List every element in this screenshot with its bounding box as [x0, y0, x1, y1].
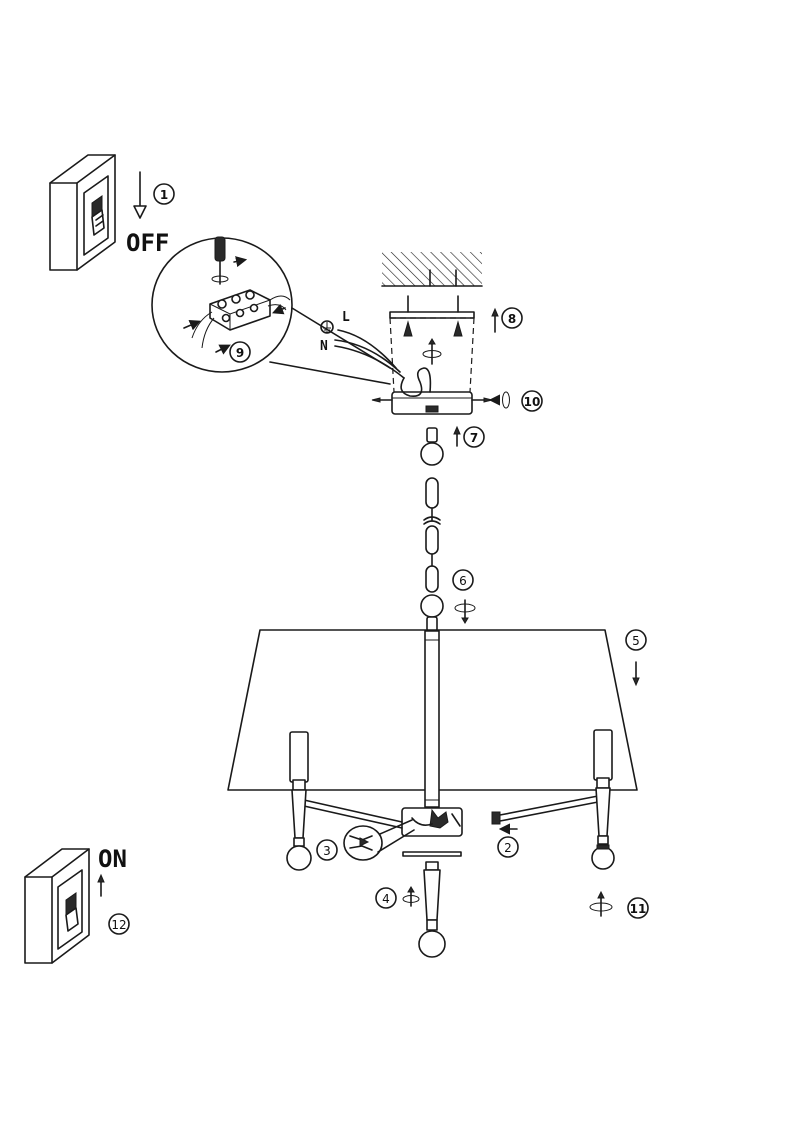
light-bulb-icon: [591, 844, 615, 870]
svg-text:5: 5: [632, 634, 640, 648]
step-11-badge: 11: [627, 897, 649, 919]
left-arm: [286, 731, 403, 871]
wall-switch-on: ON 12: [24, 845, 130, 964]
svg-text:2: 2: [504, 841, 512, 855]
step-5-badge: 5: [625, 629, 647, 651]
neutral-wire-label: N: [320, 339, 328, 354]
wall-switch-icon: [49, 154, 116, 271]
step-10-badge: 10: [521, 390, 543, 412]
step-12-badge: 12: [108, 913, 130, 935]
svg-text:12: 12: [111, 918, 126, 932]
right-arm: [491, 729, 615, 870]
terminal-block-detail: 9: [151, 236, 391, 385]
center-stem: [424, 630, 440, 808]
svg-text:9: 9: [236, 346, 244, 360]
mounting-bracket: [389, 295, 475, 337]
down-arrow-head: [133, 205, 147, 219]
step-8-badge: 8: [501, 307, 523, 329]
on-label: ON: [98, 845, 127, 873]
wire-ground: [334, 345, 405, 379]
connector-detail: [343, 819, 415, 861]
step-3-badge: 3: [316, 839, 338, 861]
step-7-badge: 7: [463, 426, 485, 448]
step-6-badge: 6: [452, 569, 474, 591]
wire-live: [337, 329, 397, 369]
wall-switch-icon: [24, 848, 90, 964]
ceiling: [381, 252, 483, 287]
lamp-shade: [227, 629, 638, 791]
chain: [420, 427, 444, 632]
light-bulb-icon: [418, 930, 446, 958]
terminal-block: [191, 289, 291, 349]
svg-text:7: 7: [470, 431, 478, 445]
svg-text:10: 10: [524, 395, 541, 409]
svg-text:3: 3: [323, 844, 331, 858]
svg-text:1: 1: [160, 188, 168, 202]
svg-text:11: 11: [630, 902, 647, 916]
svg-text:8: 8: [508, 312, 516, 326]
bottom-arm: [402, 851, 462, 958]
side-screws: [371, 391, 510, 409]
wire-neutral: [334, 339, 401, 373]
rotate-arrow-icon: [422, 338, 442, 365]
live-wire-label: L: [342, 310, 350, 325]
off-label: OFF: [126, 229, 169, 257]
screwdriver-icon: [211, 236, 229, 285]
svg-text:4: 4: [382, 892, 390, 906]
rotate-arrow-icon: [402, 886, 420, 907]
canopy: [389, 317, 475, 415]
step-9-badge: 9: [229, 341, 251, 363]
rotate-arrow-icon: [589, 890, 613, 917]
rotate-arrow-icon: [454, 599, 476, 624]
step-2-badge: 2: [497, 836, 519, 858]
wall-switch-off: OFF: [49, 154, 169, 271]
step-4-badge: 4: [375, 887, 397, 909]
center-hub: [401, 807, 463, 837]
svg-text:6: 6: [459, 574, 467, 588]
light-bulb-icon: [286, 845, 312, 871]
ground-symbol-icon: [320, 320, 334, 334]
step-1-badge: 1: [153, 183, 175, 205]
